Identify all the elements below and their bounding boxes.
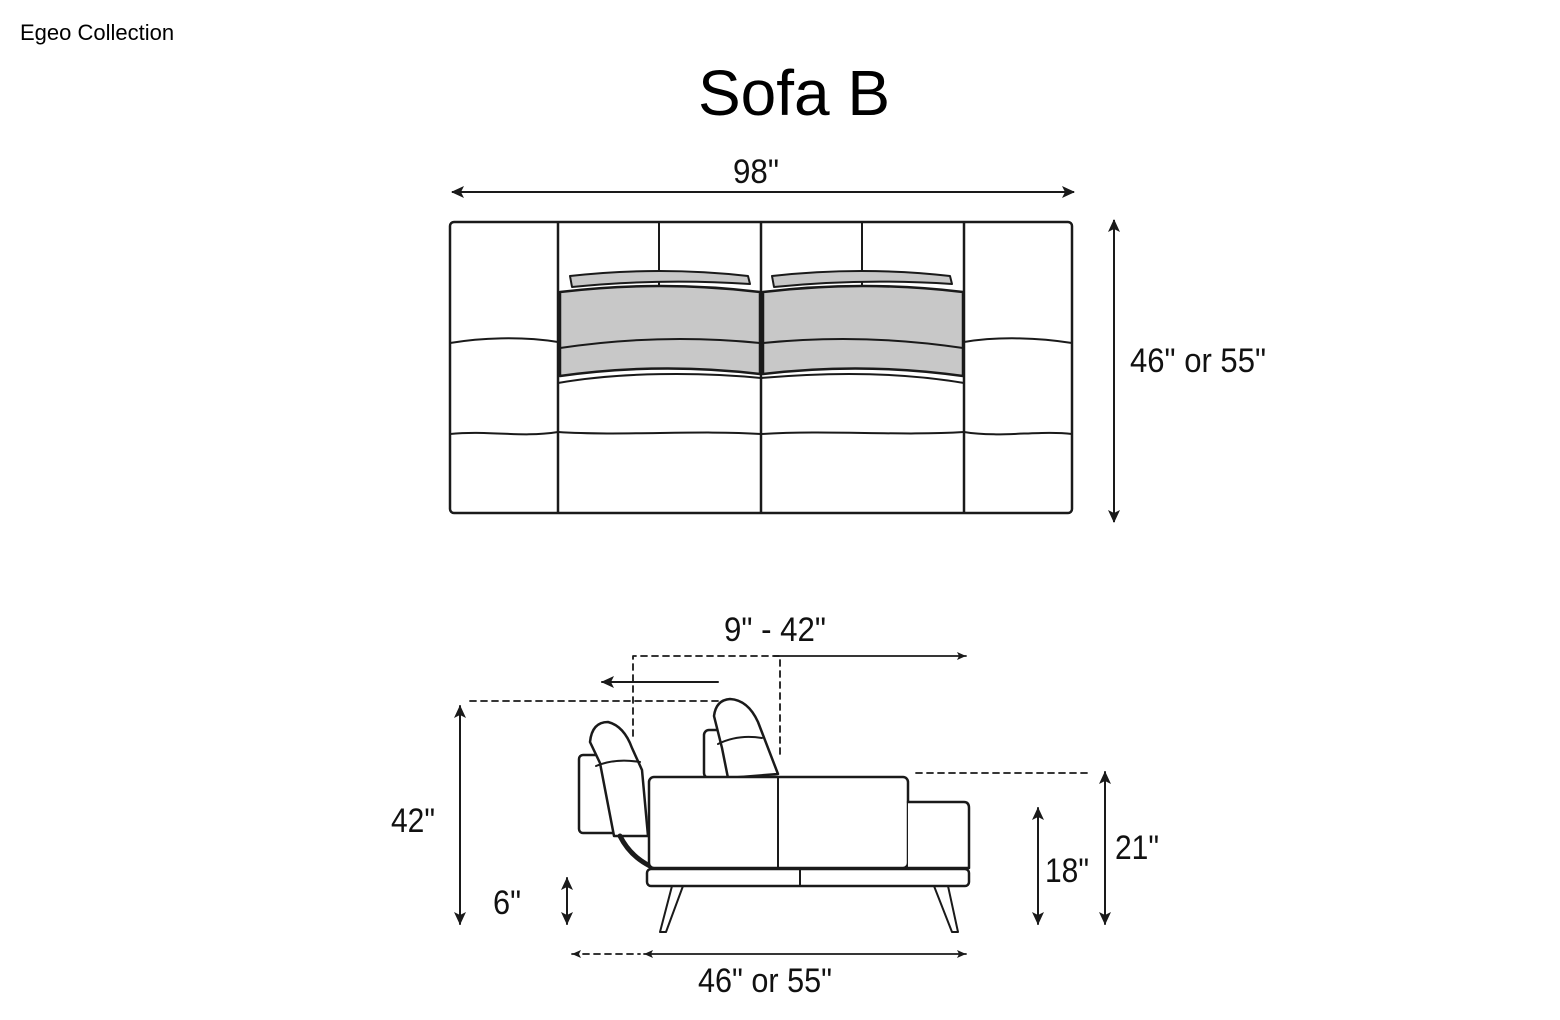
arm-seam-right-lower bbox=[963, 431, 1073, 436]
front-leg bbox=[659, 885, 684, 933]
top-width-label: 98" bbox=[733, 153, 779, 191]
back-cushion-right bbox=[761, 284, 965, 378]
base-rail bbox=[645, 867, 971, 888]
top-depth-label: 46" or 55" bbox=[1130, 342, 1266, 380]
side-view bbox=[454, 652, 1111, 958]
headrest-pad-right bbox=[771, 270, 953, 288]
headrest-travel-dashed bbox=[632, 655, 781, 759]
seat-seam-right-upper bbox=[760, 373, 965, 384]
upright-headrest bbox=[712, 697, 780, 780]
back-cushion-right-seam bbox=[762, 338, 964, 349]
leg-height-label: 6" bbox=[493, 884, 521, 922]
seat-seam-right-lower bbox=[760, 431, 965, 435]
arm-seam-left-upper bbox=[449, 337, 559, 344]
side-depth-label: 46" or 55" bbox=[698, 962, 832, 1000]
reclined-link bbox=[617, 833, 653, 869]
top-view bbox=[448, 186, 1120, 523]
back-cushion-left-seam bbox=[559, 338, 761, 349]
seat-seam-left-upper bbox=[557, 373, 762, 384]
reclined-headrest-seam bbox=[595, 759, 641, 767]
arm-seam-left-lower bbox=[449, 431, 559, 436]
seat-height-label: 18" bbox=[1045, 852, 1089, 890]
seat-seam-left-lower bbox=[557, 431, 762, 435]
collection-name: Egeo Collection bbox=[20, 20, 175, 45]
page-title: Sofa B bbox=[697, 57, 891, 129]
back-leg bbox=[933, 885, 959, 933]
upright-headrest-seam bbox=[717, 735, 763, 745]
headrest-pad-left bbox=[569, 270, 751, 288]
overall-height-label: 42" bbox=[391, 802, 435, 840]
headrest-range-label: 9" - 42" bbox=[724, 611, 826, 649]
arm-seam-right-upper bbox=[963, 337, 1073, 344]
arm-height-label: 21" bbox=[1115, 829, 1159, 867]
seat-extension bbox=[906, 800, 971, 870]
back-cushion-left bbox=[558, 284, 762, 378]
reclined-headrest bbox=[588, 720, 650, 838]
